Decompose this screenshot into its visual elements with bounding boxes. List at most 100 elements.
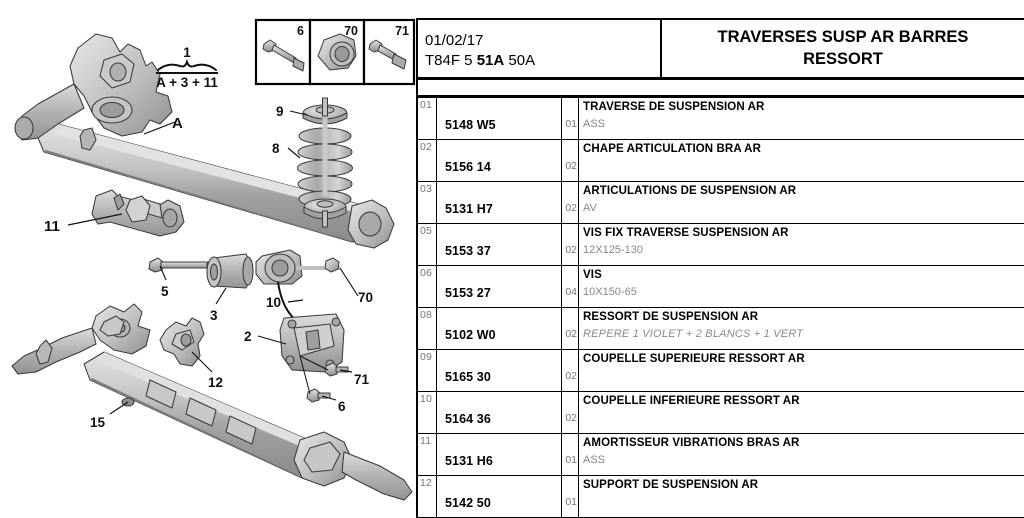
callout-label-2: 2 (244, 329, 252, 344)
row-index-cell: 10 (418, 392, 437, 433)
callout-label-10: 10 (266, 295, 281, 310)
quantity-cell: 02 (562, 350, 578, 391)
header-reference-block: 01/02/17 T84F 5 51A 50A (418, 20, 662, 77)
short-flange-bolt-icon (368, 39, 407, 70)
description-main: COUPELLE SUPERIEURE RESSORT AR (583, 353, 805, 365)
header-spacer-row (418, 80, 1024, 98)
row-index-cell: 05 (418, 224, 437, 265)
quantity: 04 (565, 286, 577, 298)
bracket-bolt-6 (306, 388, 331, 403)
table-row[interactable]: 09 5165 30 02 COUPELLE SUPERIEURE RESSORT A… (418, 350, 1024, 392)
quantity: 02 (565, 370, 577, 382)
part-number: 5131 H6 (445, 454, 493, 468)
row-index-cell: 09 (418, 350, 437, 391)
description-cell: VIS FIX TRAVERSE SUSPENSION AR 12X125-130 (578, 224, 1024, 265)
brace-top-label: 1 (183, 45, 191, 60)
parts-table-sheet: 01/02/17 T84F 5 51A 50A TRAVERSES SUSP A… (416, 18, 1024, 518)
part-number-cell: 5153 37 (437, 224, 562, 265)
quantity-cell: 01 (562, 434, 578, 475)
brace-bottom-label: A + 3 + 11 (156, 75, 218, 90)
inset-label-6: 6 (297, 24, 304, 38)
description-main: VIS FIX TRAVERSE SUSPENSION AR (583, 227, 789, 239)
row-index: 06 (420, 267, 433, 279)
callout-label-3: 3 (210, 308, 218, 323)
part-number: 5142 50 (445, 496, 491, 510)
header-date: 01/02/17 (425, 31, 484, 49)
quantity-cell: 01 (562, 98, 578, 139)
exploded-parts-diagram: A 11 9 8 10 5 3 70 2 71 6 12 15 1 A + 3 … (0, 0, 416, 518)
description-cell: CHAPE ARTICULATION BRA AR (578, 140, 1024, 181)
ref-suffix: 50A (504, 51, 536, 69)
beam-lug (255, 249, 340, 285)
quantity: 02 (565, 202, 577, 214)
hex-flange-bolt-icon (262, 39, 305, 72)
inset-label-70: 70 (344, 24, 358, 38)
row-index: 01 (420, 99, 433, 111)
part-number-cell: 5131 H7 (437, 182, 562, 223)
callout-label-12: 12 (208, 375, 223, 390)
quantity: 02 (565, 160, 577, 172)
part-number: 5165 30 (445, 370, 491, 384)
callout-label-11: 11 (44, 218, 60, 235)
description-cell: COUPELLE INFERIEURE RESSORT AR (578, 392, 1024, 433)
spring-assembly (297, 97, 353, 228)
part-number-cell: 5165 30 (437, 350, 562, 391)
row-index: 11 (420, 435, 432, 447)
row-index: 09 (420, 351, 433, 363)
description-cell: COUPELLE SUPERIEURE RESSORT AR (578, 350, 1024, 391)
row-index: 12 (420, 477, 433, 489)
callout-label-70: 70 (358, 290, 373, 305)
description-sub: ASS (583, 118, 606, 130)
articulation-bush-part (206, 253, 254, 289)
page-title-line2: RESSORT (803, 49, 883, 68)
part-number-cell: 5131 H6 (437, 434, 562, 475)
quantity-cell: 02 (562, 392, 578, 433)
axle-beam-upper (14, 33, 395, 249)
quantity-cell: 01 (562, 476, 578, 517)
part-number: 5153 27 (445, 286, 491, 300)
part-number: 5156 14 (445, 160, 491, 174)
description-cell: SUPPORT DE SUSPENSION AR (578, 476, 1024, 517)
sheet-header: 01/02/17 T84F 5 51A 50A TRAVERSES SUSP A… (418, 20, 1024, 80)
vibration-damper-part (91, 189, 185, 237)
row-index: 10 (420, 393, 433, 405)
header-reference: T84F 5 51A 50A (425, 51, 660, 71)
part-number-cell: 5153 27 (437, 266, 562, 307)
part-number: 5131 H7 (445, 202, 493, 216)
table-row[interactable]: 12 5142 50 01 SUPPORT DE SUSPENSION AR (418, 476, 1024, 518)
inset-label-71: 71 (395, 24, 409, 38)
callout-label-9: 9 (276, 104, 284, 119)
mounting-yoke-part (159, 317, 205, 367)
description-main: SUPPORT DE SUSPENSION AR (583, 479, 759, 491)
quantity: 01 (565, 118, 577, 130)
flange-nut-insitu (324, 257, 340, 273)
description-sub: 12X125-130 (583, 244, 643, 256)
row-index-cell: 06 (418, 266, 437, 307)
row-index-cell: 02 (418, 140, 437, 181)
row-index-cell: 08 (418, 308, 437, 349)
part-number: 5164 36 (445, 412, 491, 426)
part-number-cell: 5156 14 (437, 140, 562, 181)
row-index-cell: 03 (418, 182, 437, 223)
row-index: 02 (420, 141, 433, 153)
quantity: 02 (565, 328, 577, 340)
callout-label-6: 6 (338, 399, 346, 414)
part-number: 5153 37 (445, 244, 491, 258)
part-number-cell: 5164 36 (437, 392, 562, 433)
description-sub: AV (583, 202, 597, 214)
